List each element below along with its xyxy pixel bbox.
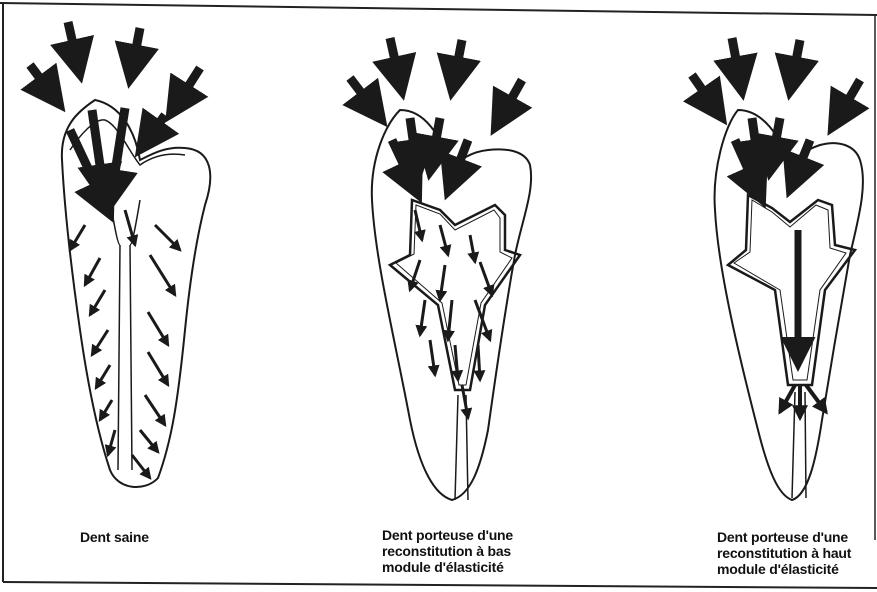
caption-healthy: Dent saine — [80, 529, 149, 545]
low-force-arrows — [350, 38, 522, 195]
force-arrow — [68, 22, 80, 75]
stress-arrow — [125, 210, 135, 245]
caption-line: module d'élasticité — [717, 561, 851, 577]
force-arrow — [170, 68, 200, 115]
stress-arrow — [145, 395, 165, 425]
low-modulus-tooth — [350, 38, 531, 500]
low-stress-arrows — [410, 210, 492, 418]
stress-arrow — [150, 255, 175, 295]
caption-line: Dent saine — [80, 529, 149, 545]
force-arrow — [452, 40, 462, 92]
stress-arrow — [415, 210, 422, 240]
caption-line: reconstitution à bas — [382, 543, 513, 559]
stress-arrow — [132, 455, 150, 478]
tooth-outline — [715, 110, 863, 500]
healthy-tooth — [30, 22, 210, 487]
stress-arrow — [440, 265, 445, 300]
stress-arrow — [475, 300, 490, 340]
stress-arrow — [780, 385, 795, 412]
stress-arrow — [148, 352, 168, 385]
stress-arrow — [480, 262, 492, 295]
force-arrow — [770, 118, 780, 172]
stress-arrow — [85, 258, 100, 285]
stress-arrow — [100, 400, 112, 420]
high-force-arrows — [692, 38, 860, 200]
stress-arrow — [70, 225, 85, 250]
restoration-inner — [734, 200, 846, 380]
force-arrow — [790, 40, 800, 92]
force-arrow — [140, 115, 165, 150]
stress-arrow — [806, 385, 826, 412]
force-arrow — [390, 38, 402, 92]
high-modulus-tooth — [692, 38, 863, 500]
stress-arrow — [478, 345, 480, 380]
force-arrow — [692, 75, 722, 118]
force-arrow — [732, 38, 742, 92]
caption-low-modulus: Dent porteuse d'une reconstitution à bas… — [382, 527, 513, 575]
stress-arrow — [92, 330, 108, 355]
force-arrow — [832, 80, 860, 128]
healthy-force-arrows — [30, 22, 200, 215]
stress-arrow — [448, 300, 452, 340]
stress-arrow — [155, 225, 180, 250]
healthy-stress-arrows — [70, 210, 180, 478]
stress-arrow — [430, 340, 435, 375]
root-canal — [118, 245, 132, 470]
stress-arrow — [90, 290, 105, 315]
force-arrow — [30, 65, 60, 105]
force-arrow — [790, 140, 810, 190]
force-arrow — [495, 80, 522, 128]
caption-line: reconstitution à haut — [717, 545, 851, 561]
force-arrow — [130, 28, 140, 80]
force-arrow — [350, 78, 382, 120]
stress-arrow — [470, 235, 475, 262]
stress-arrow — [440, 225, 448, 255]
stress-arrow — [108, 430, 115, 455]
caption-high-modulus: Dent porteuse d'une reconstitution à hau… — [717, 529, 851, 577]
caption-line: Dent porteuse d'une — [717, 529, 851, 545]
caption-line: Dent porteuse d'une — [382, 527, 513, 543]
force-arrow — [410, 118, 418, 175]
stress-arrow — [420, 300, 425, 335]
stress-arrow — [140, 430, 158, 452]
force-arrow — [110, 108, 125, 205]
pulp-chamber — [110, 200, 140, 245]
caption-line: module d'élasticité — [382, 559, 513, 575]
stress-arrow — [96, 365, 110, 388]
force-arrow — [752, 118, 760, 175]
stress-arrow — [148, 312, 168, 345]
stress-arrow — [455, 345, 458, 380]
restoration-outline — [728, 195, 855, 385]
restoration-inner — [396, 205, 512, 385]
